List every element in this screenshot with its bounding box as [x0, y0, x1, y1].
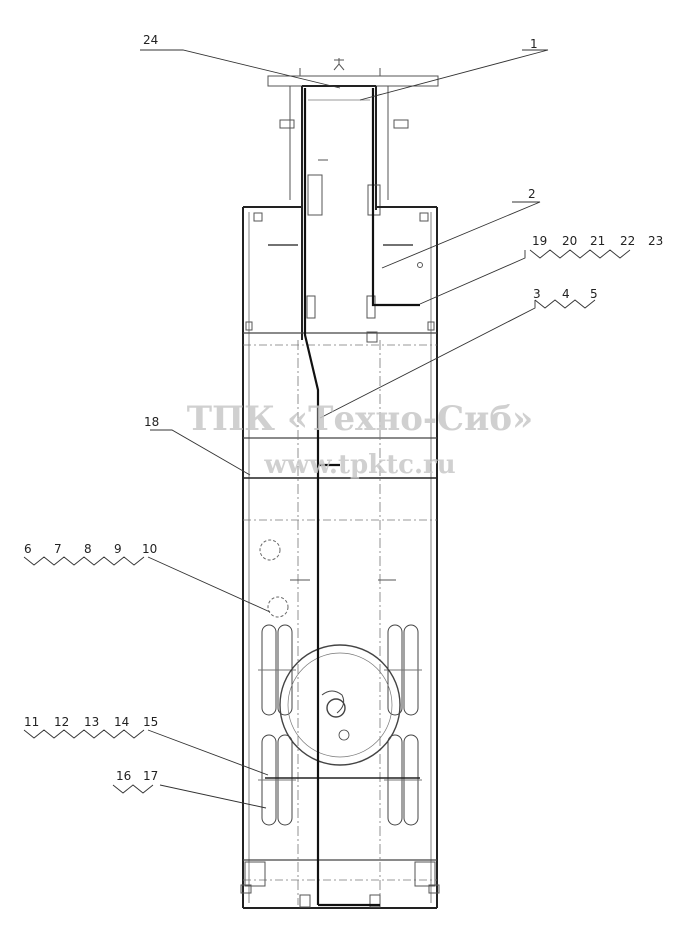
callout-14: 14: [114, 715, 129, 729]
callout-12: 12: [54, 715, 69, 729]
callout-5: 5: [590, 287, 598, 301]
callout-19: 19: [532, 234, 547, 248]
callout-13: 13: [84, 715, 99, 729]
callout-8: 8: [84, 542, 92, 556]
wheels: [258, 624, 422, 826]
callout-11: 11: [24, 715, 39, 729]
callout-20: 20: [562, 234, 577, 248]
callout-15: 15: [143, 715, 158, 729]
callout-9: 9: [114, 542, 122, 556]
callout-3: 3: [533, 287, 541, 301]
callout-21: 21: [590, 234, 605, 248]
callout-1: 1: [530, 37, 538, 51]
callout-6: 6: [24, 542, 32, 556]
main-frame: [240, 206, 440, 909]
turntable: [265, 644, 420, 779]
gooseneck-frame: [301, 85, 381, 340]
callout-16: 16: [116, 769, 131, 783]
callout-4: 4: [562, 287, 570, 301]
callout-23: 23: [648, 234, 663, 248]
callout-2: 2: [528, 187, 536, 201]
front-bolster: [267, 58, 439, 200]
callout-10: 10: [142, 542, 157, 556]
callout-17: 17: [143, 769, 158, 783]
main-harness: [303, 88, 420, 907]
watermark-url: www.tpktc.ru: [263, 450, 455, 480]
callout-22: 22: [620, 234, 635, 248]
leader-lines: [23, 49, 631, 809]
callout-18: 18: [144, 415, 159, 429]
callout-24: 24: [143, 33, 158, 47]
watermark-company: ТПК «Техно-Сиб»: [187, 399, 534, 439]
callout-7: 7: [54, 542, 62, 556]
